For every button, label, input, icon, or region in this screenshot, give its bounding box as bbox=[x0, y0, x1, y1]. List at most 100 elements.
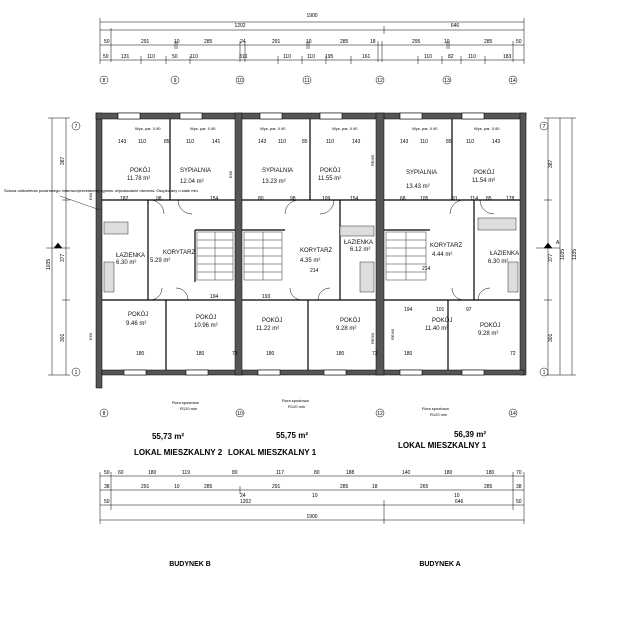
dim-label: 50 bbox=[172, 54, 178, 60]
dim-label: 110 bbox=[190, 54, 198, 60]
dim-label: 180 bbox=[444, 470, 453, 476]
dim-label: 109 bbox=[322, 196, 331, 202]
dim-label: 154 bbox=[350, 196, 359, 202]
room-area: 5.29 m² bbox=[150, 258, 170, 264]
dim-label: 70 bbox=[516, 470, 522, 476]
dim-label: 50 bbox=[104, 499, 110, 505]
dim-label: 110 bbox=[326, 139, 334, 145]
fire-rating-mark: E60 bbox=[88, 332, 93, 340]
bottom-dimension-lines bbox=[99, 472, 525, 524]
sill-label: Wys. par. 0.90 bbox=[135, 126, 161, 131]
dim-label: 38 bbox=[104, 484, 110, 490]
downpipe-rating: R120 min bbox=[430, 412, 447, 417]
dim-label: 72 bbox=[510, 351, 516, 357]
dim-label: 291 bbox=[272, 484, 281, 490]
dim-label: 10 bbox=[174, 39, 180, 45]
dim-label: 180 bbox=[336, 351, 345, 357]
room-name: POKÓJ bbox=[130, 167, 150, 174]
fire-rating-mark: REI60 bbox=[370, 332, 375, 344]
dim-label: 295 bbox=[412, 39, 421, 45]
dim-label: 110 bbox=[424, 54, 432, 60]
dim-label: 1202 bbox=[240, 499, 251, 505]
room-area: 6.12 m² bbox=[350, 247, 370, 253]
dim-label: 98 bbox=[290, 196, 296, 202]
sill-labels: Wys. par. 0.90 Wys. par. 0.90 Wys. par. … bbox=[135, 126, 500, 131]
downpipe-label: Rura spustowa bbox=[172, 400, 199, 405]
dim-label: 291 bbox=[141, 39, 150, 45]
axis-label: 9 bbox=[174, 78, 177, 84]
dim-label: 285 bbox=[340, 39, 349, 45]
room-name: ŁAZIENKA bbox=[490, 251, 519, 257]
unit-area: 55,73 m² bbox=[152, 432, 184, 441]
dim-label: 110 bbox=[468, 54, 476, 60]
dim-label: 50 bbox=[104, 470, 110, 476]
dim-label: 285 bbox=[204, 484, 213, 490]
dim-label: 110 bbox=[278, 139, 286, 145]
top-dimension-lines bbox=[99, 18, 525, 64]
dim-label: 18 bbox=[372, 484, 378, 490]
dim-label: 161 bbox=[362, 54, 371, 60]
room-area: 6.30 m² bbox=[116, 260, 136, 266]
downpipe-rating: R120 min bbox=[180, 406, 197, 411]
axis-label: 11 bbox=[304, 78, 309, 84]
dim-label: 10 bbox=[444, 39, 450, 45]
dim-label: 214 bbox=[310, 268, 319, 274]
room-area: 11.78 m² bbox=[127, 176, 150, 182]
dim-label: 85 bbox=[164, 139, 170, 145]
dim-label: 110 bbox=[420, 139, 428, 145]
room-name: KORYTARZ bbox=[430, 243, 462, 249]
dim-label: 110 bbox=[147, 54, 155, 60]
dim-label: 110 bbox=[186, 139, 194, 145]
windows-bottom bbox=[123, 369, 485, 376]
dim-label: 194 bbox=[210, 294, 219, 300]
dim-label: 141 bbox=[212, 139, 221, 145]
downpipe-label: Rura spustowa bbox=[422, 406, 449, 411]
dim-label: 80 bbox=[314, 470, 320, 476]
dim-label: 38 bbox=[516, 484, 522, 490]
left-dim: 301 bbox=[60, 333, 66, 342]
building-label-a: BUDYNEK A bbox=[419, 561, 460, 568]
downpipe-rating: R120 min bbox=[288, 404, 305, 409]
unit-area: 56,39 m² bbox=[454, 430, 486, 439]
dim-label: 182 bbox=[120, 196, 129, 202]
room-name: POKÓJ bbox=[262, 317, 282, 324]
dim-label: 310 bbox=[239, 54, 248, 60]
dim-label: 143 bbox=[118, 139, 127, 145]
exterior-walls bbox=[95, 112, 527, 389]
bottom-row2-dims: 38 291 10 285 24 291 10 285 18 265 10 28… bbox=[104, 484, 522, 499]
dim-label: 180 bbox=[486, 470, 495, 476]
dim-label: 180 bbox=[196, 351, 205, 357]
dim-label: 285 bbox=[204, 39, 213, 45]
room-name: KORYTARZ bbox=[163, 250, 195, 256]
dim-label: 119 bbox=[182, 470, 190, 476]
room-name: POKÓJ bbox=[196, 314, 216, 321]
section-markers bbox=[46, 242, 560, 249]
dim-label: 80 bbox=[258, 196, 264, 202]
room-area: 4.35 m² bbox=[300, 258, 320, 264]
dim-label: 291 bbox=[272, 39, 281, 45]
dim-label: 143 bbox=[400, 139, 409, 145]
room-labels: POKÓJ 11.78 m² SYPIALNIA 12.04 m² SYPIAL… bbox=[116, 167, 519, 337]
room-name: SYPIALNIA bbox=[262, 168, 293, 174]
row-axis-label: 7 bbox=[75, 124, 78, 130]
unit-name: LOKAL MIESZKALNY 2 bbox=[134, 448, 223, 457]
left-dim: 377 bbox=[60, 253, 66, 262]
dim-label: 110 bbox=[466, 139, 474, 145]
left-overall-dim: 1035 bbox=[46, 259, 52, 270]
right-dim: 301 bbox=[548, 333, 554, 342]
column-axis-labels-top: 8 9 10 11 12 13 14 bbox=[103, 78, 516, 84]
bottom-overall-dim: 1900 bbox=[306, 514, 317, 520]
fire-rating-mark: E60 bbox=[88, 192, 93, 200]
windows-top bbox=[117, 112, 485, 120]
sill-label: Wys. par. 0.90 bbox=[474, 126, 500, 131]
room-area: 12.04 m² bbox=[180, 179, 204, 185]
top-overall-dim: 1900 bbox=[306, 13, 317, 19]
dim-label: 143 bbox=[352, 139, 361, 145]
downpipe-label: Rura spustowa bbox=[282, 398, 309, 403]
room-area: 9.28 m² bbox=[478, 331, 498, 337]
room-name: POKÓJ bbox=[320, 167, 340, 174]
dim-label: 10 bbox=[174, 484, 180, 490]
dim-label: 68 bbox=[400, 196, 406, 202]
dim-label: 73 bbox=[372, 351, 378, 357]
fire-rating-mark: REI60 bbox=[390, 328, 395, 340]
